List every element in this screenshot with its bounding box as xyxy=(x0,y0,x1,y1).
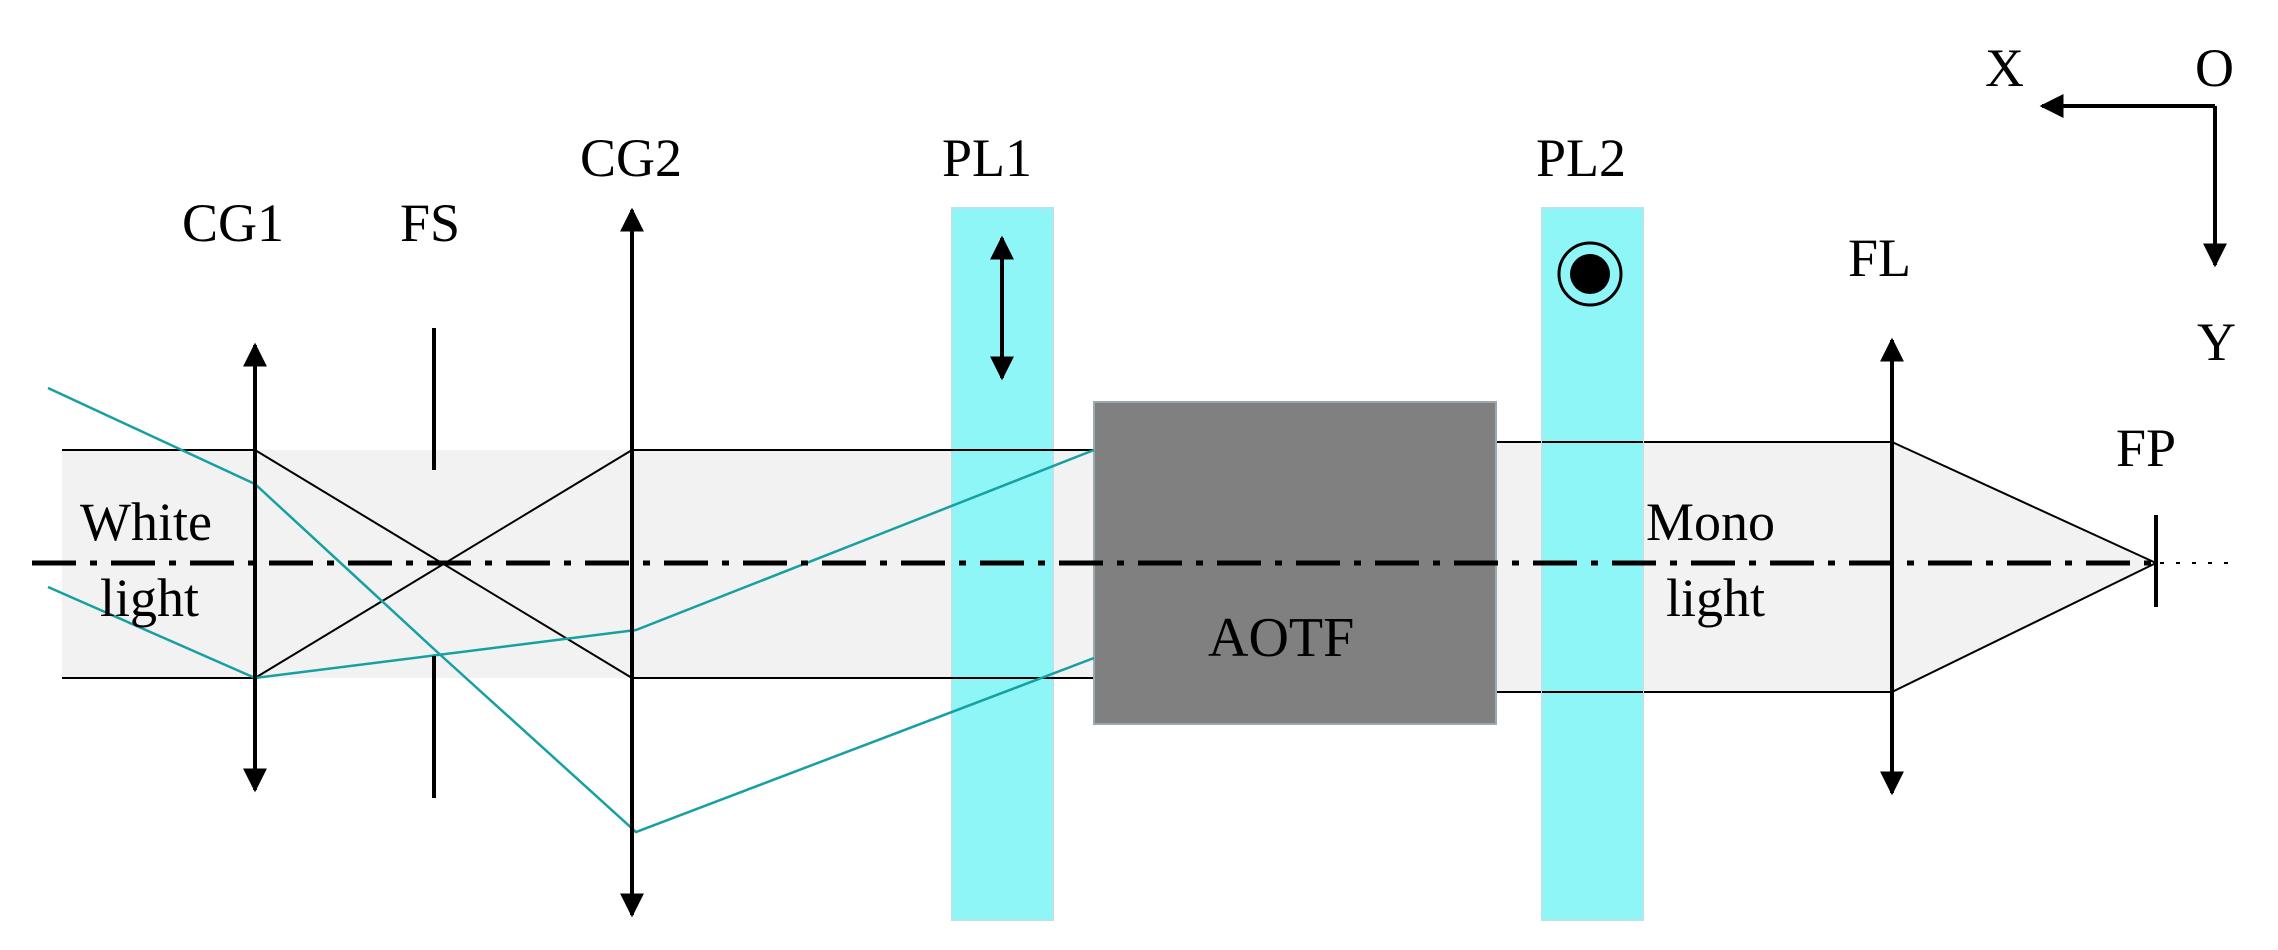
label-white-light: light xyxy=(100,568,199,628)
coordinate-axes xyxy=(2039,94,2227,268)
label-axis-y: Y xyxy=(2197,312,2236,372)
label-axis-o: O xyxy=(2195,38,2234,98)
label-axis-x: X xyxy=(1985,38,2024,98)
off-axis-rays xyxy=(47,386,1095,834)
label-fs: FS xyxy=(400,193,460,253)
label-aotf: AOTF xyxy=(1208,607,1354,669)
label-cg2: CG2 xyxy=(580,128,682,188)
label-white: White xyxy=(80,492,212,552)
label-mono: Mono xyxy=(1646,492,1775,552)
label-cg1: CG1 xyxy=(182,193,284,253)
dot-circle-icon xyxy=(1557,241,1623,307)
label-fp: FP xyxy=(2116,418,2176,478)
label-pl1: PL1 xyxy=(942,128,1032,188)
label-mono-light: light xyxy=(1666,568,1765,628)
label-pl2: PL2 xyxy=(1536,128,1626,188)
label-fl: FL xyxy=(1848,228,1911,288)
